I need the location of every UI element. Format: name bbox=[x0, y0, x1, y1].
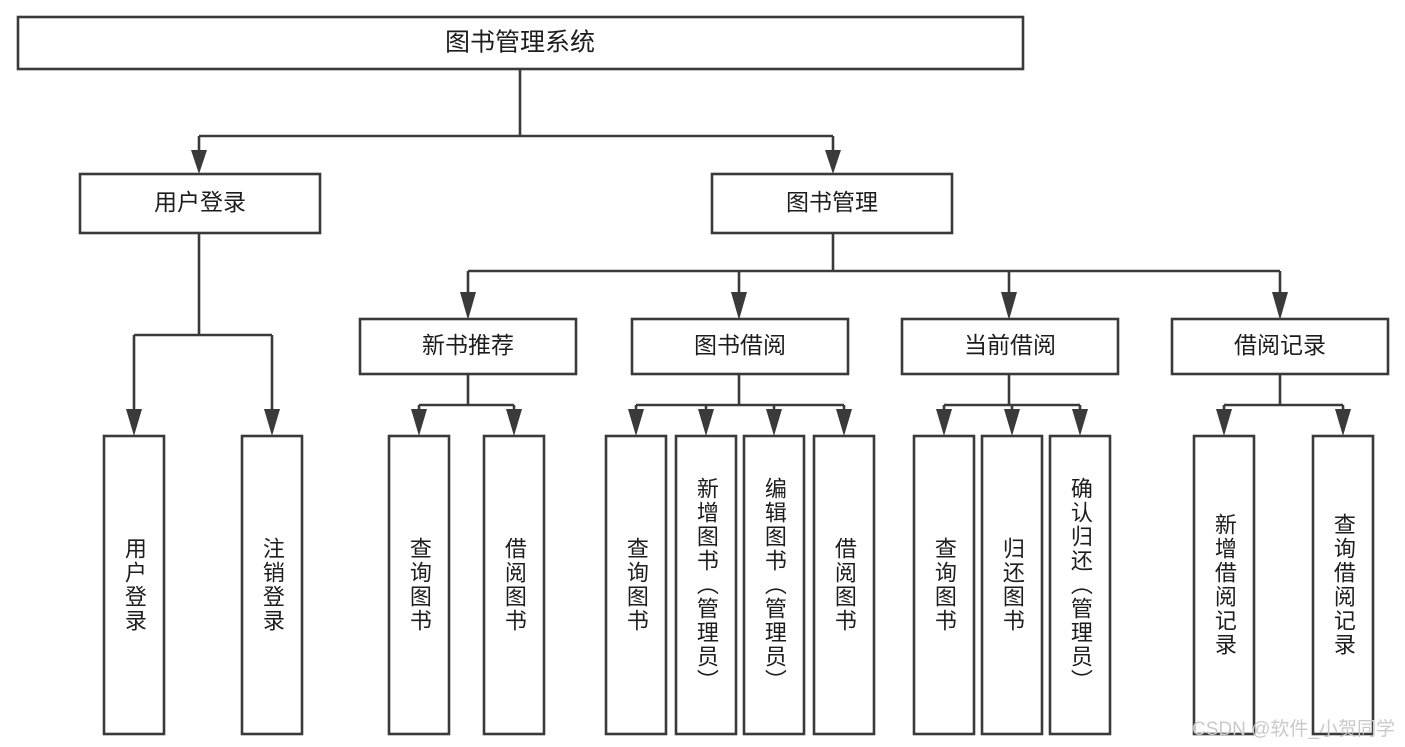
leaf-recommend-query-book[interactable] bbox=[387, 434, 451, 736]
connector-group bbox=[126, 69, 1351, 436]
leaf-record-query[interactable] bbox=[1311, 434, 1375, 736]
leaf-borrow-edit-book[interactable] bbox=[742, 434, 806, 736]
arrowhead-borrow-record bbox=[1272, 292, 1288, 320]
label-root: 图书管理系统 bbox=[445, 29, 595, 57]
node-new-book-recommend[interactable] bbox=[358, 317, 578, 376]
watermark-text: CSDN @软件_小贺同学 bbox=[1192, 719, 1395, 740]
node-current-borrow[interactable] bbox=[900, 317, 1120, 376]
leaf-recommend-borrow-book[interactable] bbox=[482, 434, 546, 736]
node-user-login[interactable] bbox=[78, 172, 322, 235]
arrowhead-book-mgmt bbox=[825, 150, 841, 174]
leaf-logout[interactable] bbox=[240, 434, 304, 736]
node-book-borrow[interactable] bbox=[630, 317, 850, 376]
leaf-current-return-book[interactable] bbox=[980, 434, 1044, 736]
leaf-current-confirm-return[interactable] bbox=[1048, 434, 1112, 736]
leaf-current-query-book[interactable] bbox=[912, 434, 976, 736]
leaf-borrow-add-book[interactable] bbox=[674, 434, 738, 736]
label-new-book-recommend: 新书推荐 bbox=[422, 332, 514, 358]
node-label-group: 图书管理系统 用户登录 图书管理 新书推荐 图书借阅 当前借阅 借阅记录 bbox=[154, 29, 1326, 358]
arrowhead-recommend-borrow bbox=[506, 409, 522, 436]
arrowhead-book-borrow bbox=[731, 292, 747, 320]
arrowhead-borrow-lend bbox=[836, 409, 852, 436]
label-book-borrow: 图书借阅 bbox=[694, 332, 786, 358]
arrowhead-current-confirm bbox=[1072, 409, 1088, 436]
arrowhead-user-login bbox=[191, 150, 207, 174]
arrowhead-current-query bbox=[936, 409, 952, 436]
arrowhead-leaf-logout bbox=[264, 409, 280, 436]
arrowhead-record-query bbox=[1335, 409, 1351, 436]
node-box-group bbox=[16, 15, 1390, 736]
label-book-management: 图书管理 bbox=[786, 189, 878, 215]
arrowhead-borrow-edit bbox=[766, 409, 782, 436]
arrowhead-current-borrow bbox=[1001, 292, 1017, 320]
node-book-management[interactable] bbox=[710, 172, 954, 235]
arrowhead-recommend-query bbox=[411, 409, 427, 436]
leaf-record-add[interactable] bbox=[1192, 434, 1256, 736]
arrowhead-borrow-add bbox=[698, 409, 714, 436]
leaf-borrow-lend-book[interactable] bbox=[812, 434, 876, 736]
node-root[interactable] bbox=[16, 15, 1025, 71]
arrowhead-borrow-query bbox=[628, 409, 644, 436]
label-borrow-record: 借阅记录 bbox=[1234, 332, 1326, 358]
arrowhead-current-return bbox=[1004, 409, 1020, 436]
leaf-user-login[interactable] bbox=[102, 434, 166, 736]
leaf-borrow-query-book[interactable] bbox=[604, 434, 668, 736]
label-user-login: 用户登录 bbox=[154, 189, 246, 215]
arrowhead-record-add bbox=[1216, 409, 1232, 436]
label-current-borrow: 当前借阅 bbox=[964, 332, 1056, 358]
node-borrow-record[interactable] bbox=[1170, 317, 1390, 376]
arrowhead-leaf-user-login bbox=[126, 409, 142, 436]
arrowhead-new-book-recommend bbox=[460, 292, 476, 320]
